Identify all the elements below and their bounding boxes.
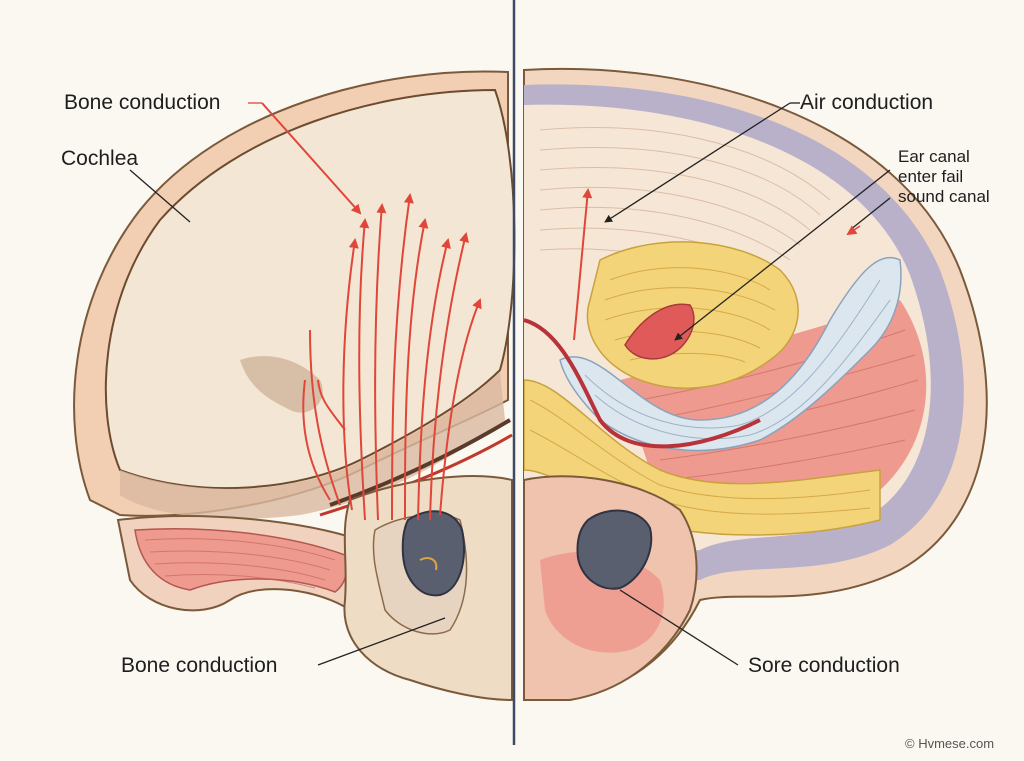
- label-ear-canal-line2: enter fail: [898, 167, 963, 187]
- left-canal-opening: [403, 511, 464, 595]
- left-section: [74, 71, 514, 700]
- image-credit: © Hvmese.com: [905, 736, 994, 751]
- label-bone-conduction-bottom: Bone conduction: [121, 654, 277, 678]
- label-ear-canal-line3: sound canal: [898, 187, 990, 207]
- label-air-conduction: Air conduction: [800, 91, 933, 115]
- label-cochlea: Cochlea: [61, 147, 138, 171]
- label-ear-canal-line1: Ear canal: [898, 147, 970, 167]
- label-bone-conduction-top: Bone conduction: [64, 91, 220, 115]
- label-sore-conduction: Sore conduction: [748, 654, 900, 678]
